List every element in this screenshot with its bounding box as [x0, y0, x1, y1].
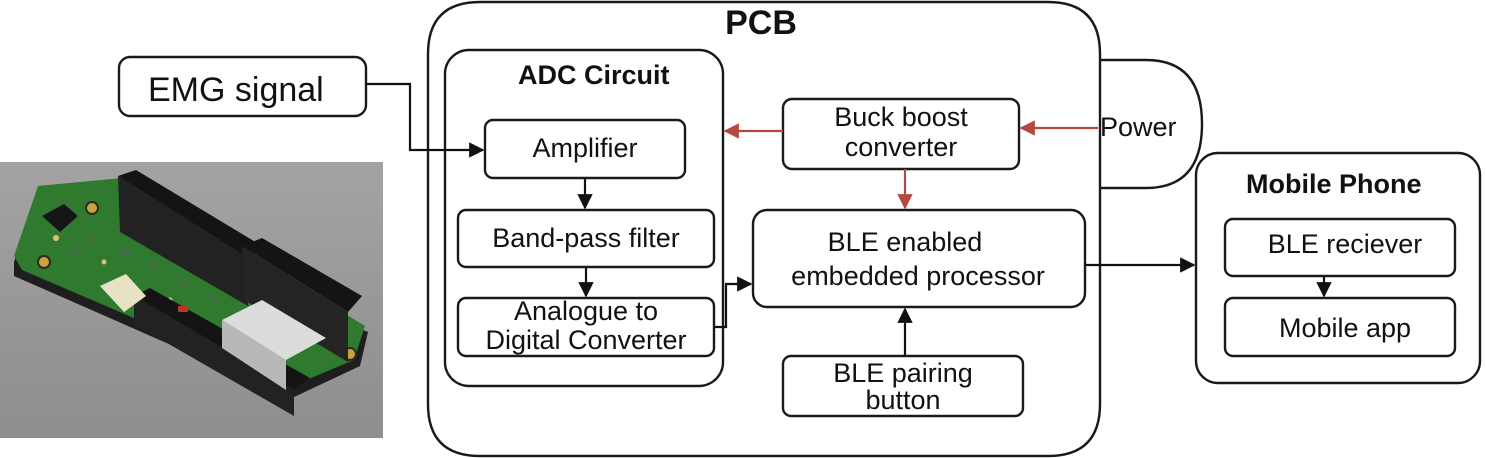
- ble-receiver-box: [1223, 217, 1457, 278]
- buck-boost-label-line1: Buck boost: [834, 102, 968, 132]
- amplifier-label: Amplifier: [532, 133, 637, 163]
- adc-to-processor-arrow: [714, 276, 753, 329]
- band-pass-filter-label: Band-pass filter: [492, 223, 680, 253]
- adc-circuit-container: [443, 48, 725, 388]
- ble-processor-box: [751, 208, 1087, 309]
- mobile-app-label: Mobile app: [1279, 313, 1411, 343]
- emg-signal-label: EMG signal: [148, 71, 324, 109]
- ble-pairing-button-box: [781, 354, 1025, 418]
- mobile-app-box: [1223, 296, 1457, 358]
- adc-converter-label-line1: Analogue to: [514, 296, 658, 326]
- power-lobe: [1100, 58, 1204, 190]
- ble-receiver-label: BLE reciever: [1268, 229, 1423, 259]
- adc-converter-label-line2: Digital Converter: [485, 325, 686, 355]
- mobile-phone-title: Mobile Phone: [1246, 169, 1422, 199]
- emg-signal-box: [117, 55, 368, 118]
- buck-boost-converter-box: [781, 97, 1021, 171]
- ble-pairing-label-line1: BLE pairing: [833, 358, 973, 388]
- pcb-render-image: [0, 162, 383, 438]
- adc-circuit-title: ADC Circuit: [518, 60, 670, 90]
- ble-processor-label-line1: BLE enabled: [828, 227, 983, 257]
- mobile-phone-container: [1194, 151, 1482, 385]
- pcb-container: [426, 0, 1102, 458]
- buck-boost-label-line2: converter: [845, 132, 958, 162]
- emg-to-amplifier-arrow: [366, 82, 485, 158]
- ble-pairing-label-line2: button: [865, 385, 940, 415]
- ble-processor-label-line2: embedded processor: [791, 261, 1045, 291]
- pcb-title: PCB: [725, 4, 797, 42]
- power-label: Power: [1100, 112, 1177, 142]
